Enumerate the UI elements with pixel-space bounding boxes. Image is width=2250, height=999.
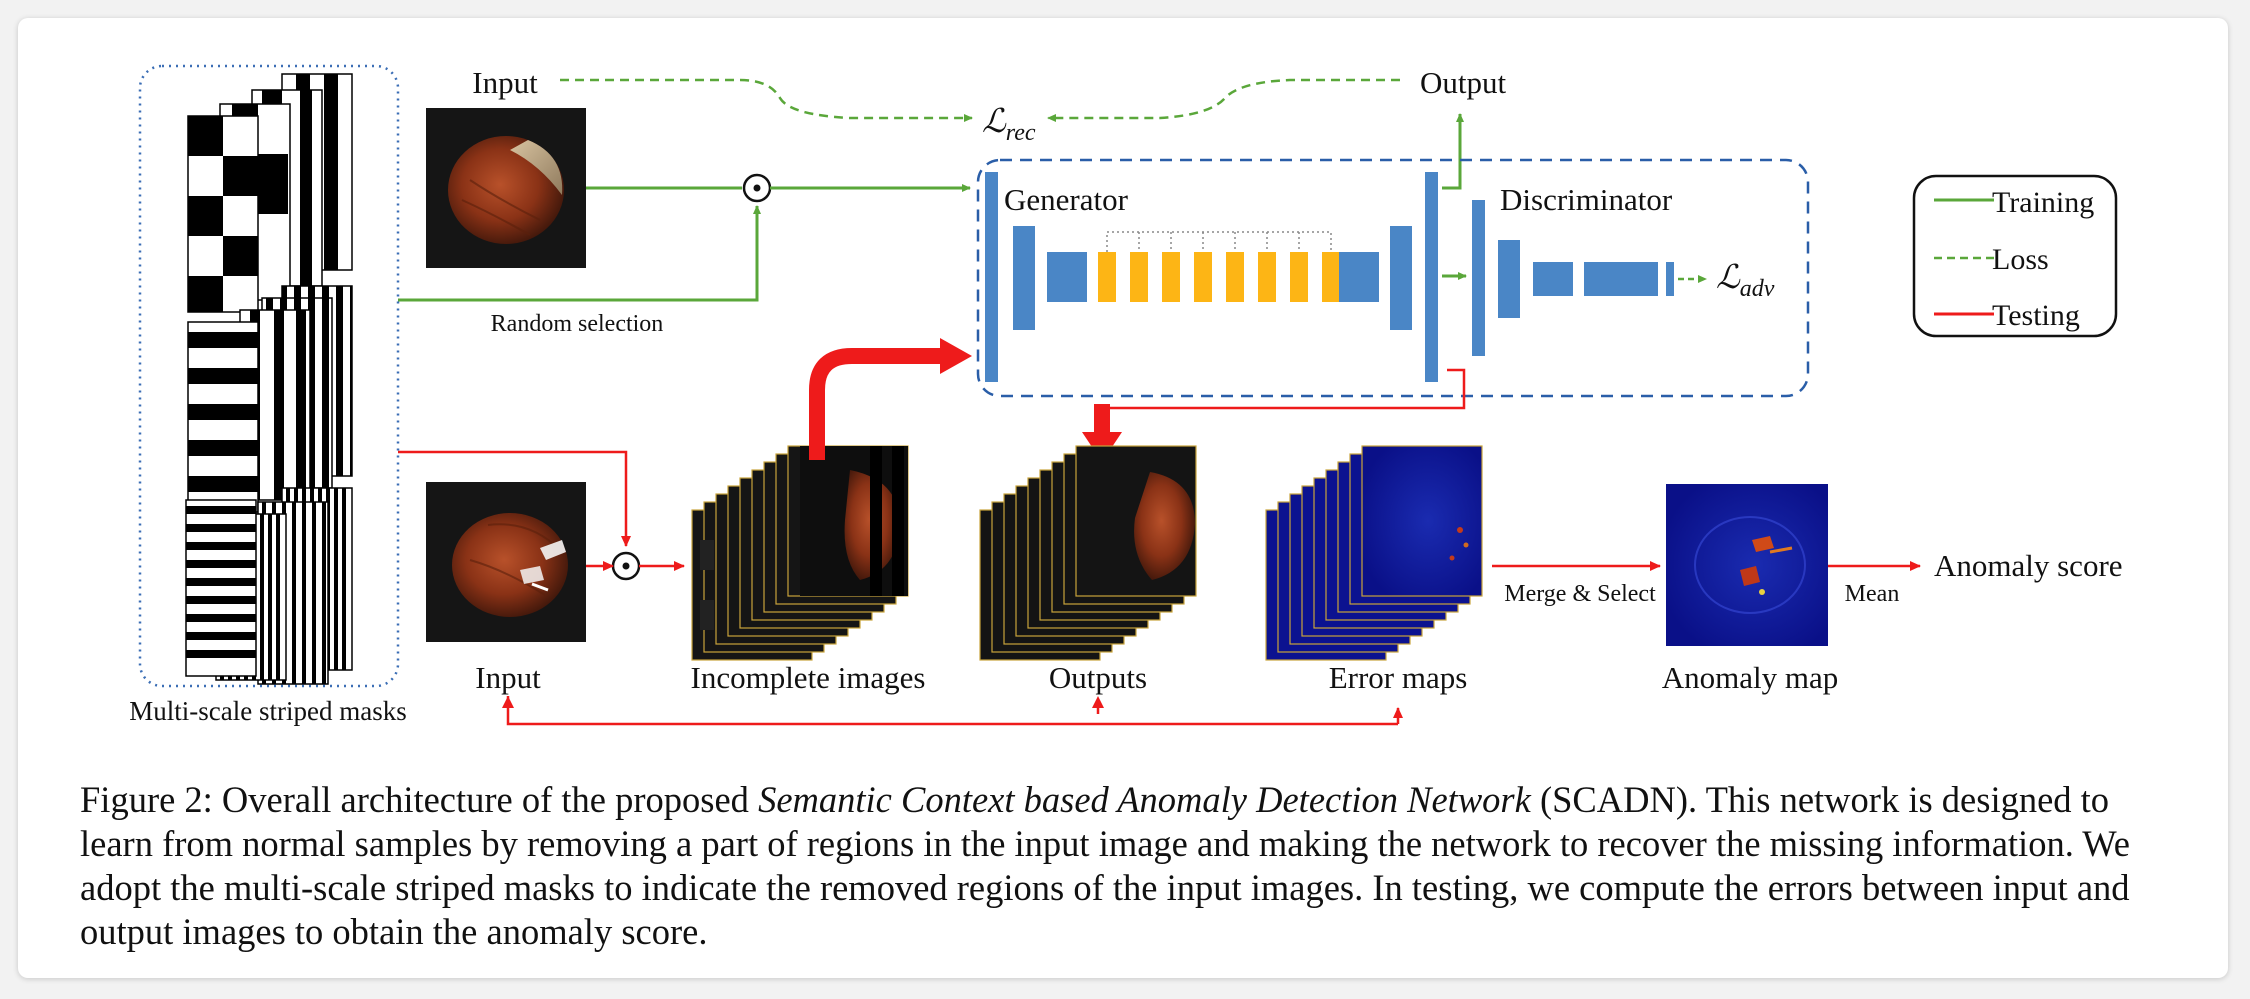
discriminator-network (1472, 200, 1674, 356)
error-maps-label: Error maps (1329, 660, 1468, 695)
loss-rec-symbol: ℒrec (982, 104, 1036, 146)
incomplete-images-label: Incomplete images (691, 660, 926, 695)
merge-select-label: Merge & Select (1504, 581, 1656, 607)
outputs-stack (979, 445, 1197, 661)
generator-network (985, 172, 1438, 382)
generator-to-output-arrow (1442, 113, 1464, 190)
input-image-top (426, 108, 586, 268)
mask-stack-medium (187, 285, 353, 513)
incomplete-to-generator-arrow (809, 348, 945, 460)
legend-training: Training (1992, 186, 2094, 219)
figure-caption: Figure 2: Overall architecture of the pr… (80, 779, 2131, 952)
gan-box (976, 158, 1810, 398)
random-selection-arrow (398, 205, 761, 302)
error-maps-stack (1265, 445, 1483, 661)
legend-loss: Loss (1992, 243, 2049, 276)
generator-to-outputs-line (1102, 368, 1466, 410)
error-computation-line (506, 696, 1398, 726)
output-to-loss-dashed-arrow (1047, 78, 1400, 122)
anomaly-map-image (1666, 484, 1828, 646)
random-selection-label: Random selection (491, 311, 664, 337)
generator-label: Generator (1004, 182, 1129, 217)
loss-adv-symbol: ℒadv (1716, 260, 1775, 302)
mask-stack-coarse (187, 73, 353, 313)
legend-testing: Testing (1992, 299, 2080, 332)
input-bottom-label: Input (475, 660, 541, 695)
masks-to-product-arrow (398, 450, 631, 547)
outputs-label: Outputs (1049, 660, 1147, 695)
mean-label: Mean (1845, 581, 1900, 607)
masks-label: Multi-scale striped masks (129, 696, 406, 726)
anomaly-score-label: Anomaly score (1934, 548, 2123, 583)
mask-stack-fine (185, 487, 353, 685)
output-top-label: Output (1420, 65, 1507, 100)
legend: Training Loss Testing (1912, 174, 2118, 338)
masks-group-box (138, 64, 400, 688)
input-top-label: Input (472, 65, 538, 100)
anomaly-map-label: Anomaly map (1662, 660, 1839, 695)
incomplete-images-stack (691, 445, 909, 661)
input-to-loss-dashed-arrow (560, 78, 973, 122)
input-image-bottom (426, 482, 586, 642)
discriminator-label: Discriminator (1500, 182, 1673, 217)
